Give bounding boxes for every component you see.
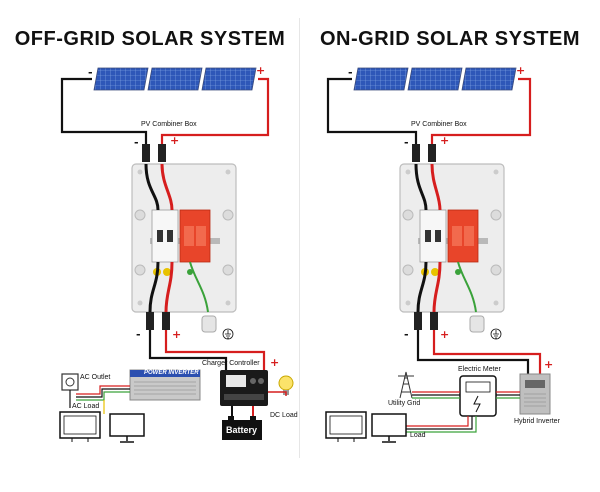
box-neg-sign: - xyxy=(404,136,409,149)
tv-load-icon xyxy=(325,411,367,442)
mc4-pos-bottom xyxy=(430,312,438,330)
mc4-neg-top xyxy=(142,144,150,162)
mc4-neg-top xyxy=(412,144,420,162)
off-combiner-label: PV Combiner Box xyxy=(141,121,197,128)
off-grid-diagram xyxy=(59,67,294,443)
on-combiner-label: PV Combiner Box xyxy=(411,121,467,128)
cable-gland xyxy=(469,315,485,333)
dc-breaker xyxy=(151,209,179,263)
off-grid-title: OFF-GRID SOLAR SYSTEM xyxy=(14,28,286,50)
solar-panel-2 xyxy=(147,67,203,91)
mc4-pos-top xyxy=(158,144,166,162)
inverter-brand-label: POWER INVERTER xyxy=(144,370,199,376)
out-pos-sign: + xyxy=(440,328,450,341)
utility-grid-label: Utility Grid xyxy=(388,400,421,407)
ground-icon xyxy=(490,328,502,340)
cable-gland xyxy=(201,315,217,333)
pv-positive-wire xyxy=(160,77,270,150)
ac-outlet-label: AC Outlet xyxy=(80,374,111,381)
pv-pos-sign: + xyxy=(256,64,266,77)
inverter-pos-sign: + xyxy=(544,358,554,371)
tv-load-icon xyxy=(59,411,101,442)
solar-panel-array xyxy=(353,67,517,91)
solar-panel-array xyxy=(93,67,257,91)
mc4-neg-bottom xyxy=(414,312,422,330)
electric-meter-icon xyxy=(459,375,497,417)
hybrid-inverter-label: Hybrid Inverter xyxy=(514,418,560,425)
box-pos-sign: + xyxy=(170,134,180,147)
utility-grid-pylon-icon xyxy=(398,371,414,399)
dc-breaker xyxy=(419,209,447,263)
battery-icon xyxy=(222,416,262,440)
pv-negative-wire xyxy=(326,77,418,150)
out-neg-sign: - xyxy=(136,328,141,341)
out-pos-wire xyxy=(432,330,542,374)
on-grid-diagram xyxy=(325,67,551,443)
out-neg-sign: - xyxy=(404,328,409,341)
charger-controller-icon xyxy=(220,370,268,406)
hybrid-inverter-icon xyxy=(519,373,551,415)
combiner-box xyxy=(399,163,505,313)
monitor-load-icon xyxy=(109,413,145,443)
panel-divider xyxy=(299,18,300,458)
solar-panel-3 xyxy=(461,67,517,91)
charger-label: Charger Controller xyxy=(202,360,260,367)
out-pos-wire xyxy=(164,330,266,370)
ac-outlet-icon xyxy=(61,373,79,391)
box-pos-sign: + xyxy=(440,134,450,147)
pv-pos-sign: + xyxy=(516,64,526,77)
off-grid-panel: OFF-GRID SOLAR SYSTEM xyxy=(14,28,298,443)
pv-neg-sign: - xyxy=(348,66,353,79)
out-neg-wire xyxy=(416,330,530,374)
solar-panel-1 xyxy=(353,67,409,91)
solar-panel-1 xyxy=(93,67,149,91)
pv-positive-wire xyxy=(430,77,532,150)
mc4-pos-top xyxy=(428,144,436,162)
out-pos-sign: + xyxy=(172,328,182,341)
solar-panel-3 xyxy=(201,67,257,91)
ground-icon xyxy=(222,328,234,340)
charger-pos-sign: + xyxy=(270,356,280,369)
ac-load-label: AC Load xyxy=(72,403,100,410)
power-inverter-icon xyxy=(129,369,201,401)
combiner-box xyxy=(131,163,237,313)
mc4-neg-bottom xyxy=(146,312,154,330)
battery-label: Battery xyxy=(226,425,258,435)
mc4-pos-bottom xyxy=(162,312,170,330)
electric-meter-label: Electric Meter xyxy=(458,366,501,373)
box-neg-sign: - xyxy=(134,136,139,149)
pv-negative-wire xyxy=(60,77,148,150)
on-grid-panel: ON-GRID SOLAR SYSTEM xyxy=(300,0,600,492)
pv-neg-sign: - xyxy=(88,66,93,79)
monitor-load-icon xyxy=(371,413,407,443)
solar-panel-2 xyxy=(407,67,463,91)
on-grid-title: ON-GRID SOLAR SYSTEM xyxy=(319,28,580,50)
load-label: Load xyxy=(410,432,426,439)
out-neg-wire xyxy=(148,330,228,370)
dc-load-label: DC Load xyxy=(270,412,298,419)
